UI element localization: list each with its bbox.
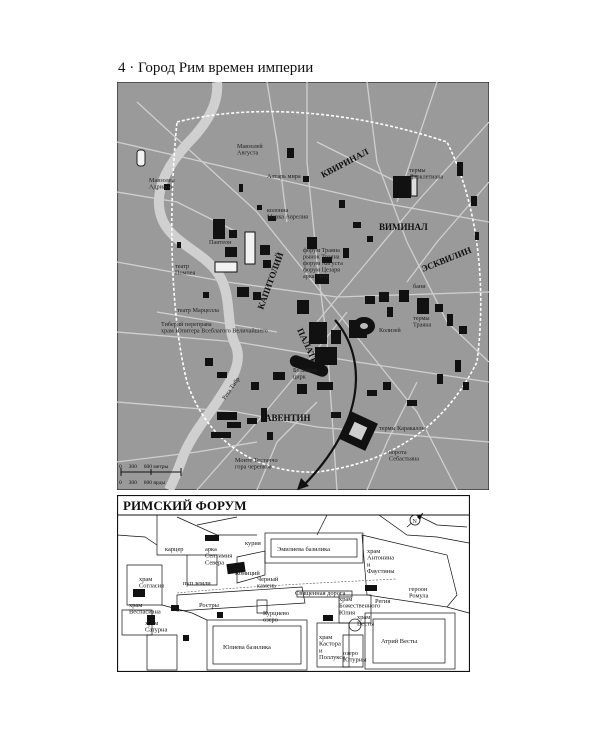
label-marcellus-theatre: театр Марцелла [177, 307, 219, 314]
forum-label-yulieva: Юлиева базилика [223, 644, 271, 651]
colosseum-arena [360, 323, 368, 329]
district-label-aventin: АВЕНТИН [265, 413, 311, 423]
city-wall [170, 110, 482, 473]
label-caracalla: термы Каракаллы [379, 425, 427, 432]
forum-label-pup: пуп земли [183, 580, 211, 587]
sacred-way-line [176, 578, 398, 594]
forum-map-title: РИМСКИЙ ФОРУМ [123, 498, 246, 513]
forum-label-svyashch: Священная дорога [295, 590, 346, 597]
scale-label-yards: 0 300 600 ярды [119, 480, 165, 486]
city-map: КВИРИНАЛ ВИМИНАЛ ЭСКВИЛИН КАПИТОЛИЙ ПАЛА… [117, 82, 489, 490]
city-map-background [117, 82, 489, 490]
compass: N [406, 512, 424, 528]
scale-bar: 0 300 600 метры 0 300 600 ярды [119, 464, 182, 486]
forum-arrow [301, 319, 358, 488]
forum-label-regia: Регия [375, 598, 390, 605]
circus-maximus-shape [289, 355, 329, 377]
caracalla-baths-court [348, 421, 368, 441]
scale-label-meters: 0 300 600 метры [119, 464, 169, 470]
page-title: 4 · Город Рим времен империи [118, 60, 314, 76]
forum-label-rostry: Ростры [199, 602, 220, 609]
district-label-viminal: ВИМИНАЛ [379, 222, 428, 232]
forum-map-frame [117, 495, 470, 672]
forum-label-karcer: карцер [165, 546, 184, 553]
forum-map: РИМСКИЙ ФОРУМ N [117, 495, 470, 672]
forum-plan-solids [133, 535, 377, 641]
tiber-river [153, 82, 243, 490]
label-pantheon: Пантеон [209, 239, 232, 246]
city-buildings [136, 148, 479, 440]
label-ara-pacis: Алтарь мира [267, 173, 301, 180]
forum-label-kuriya: курия [245, 540, 261, 547]
forum-arrow-head [297, 478, 309, 490]
forum-label-komitiy: Комиций [235, 570, 260, 577]
label-colosseum: Колизей [379, 327, 401, 334]
forum-label-emilieva: Эмилиева базилика [277, 546, 330, 553]
forum-label-atriy: Атрий Весты [381, 638, 418, 645]
compass-letter: N [413, 519, 418, 525]
city-streets [117, 82, 489, 490]
label-baths: бани [413, 283, 426, 290]
